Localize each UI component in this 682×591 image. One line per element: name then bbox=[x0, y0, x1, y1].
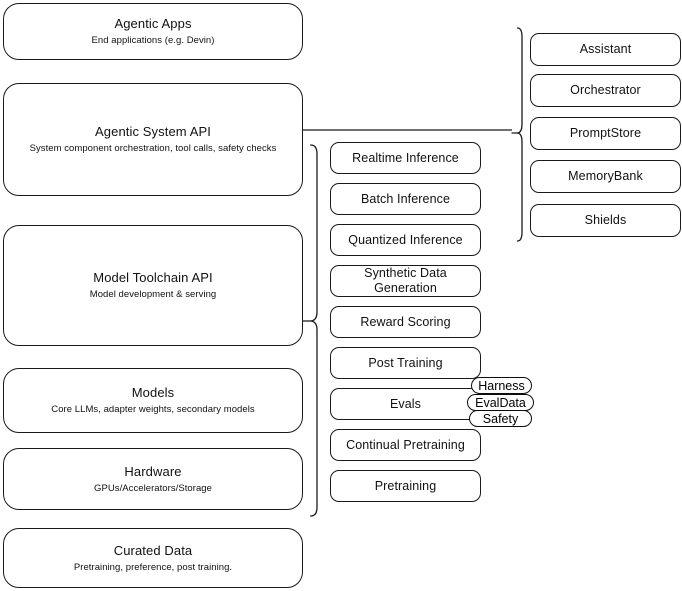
system-item-assistant[interactable]: Assistant bbox=[530, 33, 681, 66]
toolchain-item-post-training[interactable]: Post Training bbox=[330, 347, 481, 379]
layer-subtitle: GPUs/Accelerators/Storage bbox=[94, 482, 212, 494]
toolchain-item-label: Synthetic Data Generation bbox=[364, 266, 447, 295]
system-item-label: PromptStore bbox=[569, 126, 642, 140]
layer-agentic-apps[interactable]: Agentic Apps End applications (e.g. Devi… bbox=[3, 3, 303, 60]
layer-hardware[interactable]: Hardware GPUs/Accelerators/Storage bbox=[3, 448, 303, 510]
layer-title: Model Toolchain API bbox=[93, 270, 213, 285]
toolchain-item-label: Continual Pretraining bbox=[346, 437, 465, 452]
layer-title: Agentic Apps bbox=[114, 16, 192, 31]
system-item-label: Shields bbox=[584, 213, 627, 227]
layer-subtitle: System component orchestration, tool cal… bbox=[29, 143, 277, 154]
layer-model-toolchain-api[interactable]: Model Toolchain API Model development & … bbox=[3, 225, 303, 346]
toolchain-item-batch-inference[interactable]: Batch Inference bbox=[330, 183, 481, 215]
toolchain-item-continual-pretraining[interactable]: Continual Pretraining bbox=[330, 429, 481, 461]
layer-agentic-system-api[interactable]: Agentic System API System component orch… bbox=[3, 83, 303, 196]
toolchain-item-label: Reward Scoring bbox=[360, 314, 451, 329]
layer-subtitle: Model development & serving bbox=[89, 289, 217, 300]
layer-subtitle: Core LLMs, adapter weights, secondary mo… bbox=[51, 404, 255, 415]
system-item-label: Orchestrator bbox=[570, 83, 641, 97]
system-item-memorybank[interactable]: MemoryBank bbox=[530, 160, 681, 193]
toolchain-item-realtime-inference[interactable]: Realtime Inference bbox=[330, 142, 481, 174]
layer-title: Models bbox=[131, 385, 175, 400]
layer-models[interactable]: Models Core LLMs, adapter weights, secon… bbox=[3, 368, 303, 433]
toolchain-item-pretraining[interactable]: Pretraining bbox=[330, 470, 481, 502]
eval-pill-evaldata[interactable]: EvalData bbox=[467, 394, 534, 411]
system-item-orchestrator[interactable]: Orchestrator bbox=[530, 74, 681, 107]
layer-subtitle: End applications (e.g. Devin) bbox=[91, 35, 215, 46]
eval-pill-harness[interactable]: Harness bbox=[471, 377, 532, 394]
toolchain-item-label: Pretraining bbox=[374, 478, 437, 493]
toolchain-item-evals[interactable]: Evals bbox=[330, 388, 481, 420]
layer-title: Hardware bbox=[124, 463, 182, 479]
layer-subtitle: Pretraining, preference, post training. bbox=[73, 561, 233, 573]
system-item-shields[interactable]: Shields bbox=[530, 204, 681, 237]
toolchain-item-label: Batch Inference bbox=[360, 191, 451, 206]
system-items-brace-path bbox=[511, 27, 523, 242]
toolchain-item-quantized-inference[interactable]: Quantized Inference bbox=[330, 224, 481, 256]
system-item-promptstore[interactable]: PromptStore bbox=[530, 117, 681, 150]
toolchain-item-label: Post Training bbox=[368, 355, 443, 370]
toolchain-item-label: Evals bbox=[389, 396, 422, 411]
eval-pill-safety[interactable]: Safety bbox=[469, 410, 532, 427]
layer-title: Curated Data bbox=[113, 542, 193, 558]
toolchain-items-brace-path bbox=[302, 144, 318, 517]
toolchain-item-label: Realtime Inference bbox=[352, 150, 459, 165]
toolchain-item-reward-scoring[interactable]: Reward Scoring bbox=[330, 306, 481, 338]
system-item-label: MemoryBank bbox=[568, 169, 643, 183]
layer-curated-data[interactable]: Curated Data Pretraining, preference, po… bbox=[3, 528, 303, 588]
layer-title: Agentic System API bbox=[95, 124, 211, 139]
toolchain-item-synthetic-data-generation[interactable]: Synthetic Data Generation bbox=[330, 265, 481, 297]
toolchain-item-label: Quantized Inference bbox=[348, 232, 463, 247]
system-item-label: Assistant bbox=[579, 42, 632, 56]
